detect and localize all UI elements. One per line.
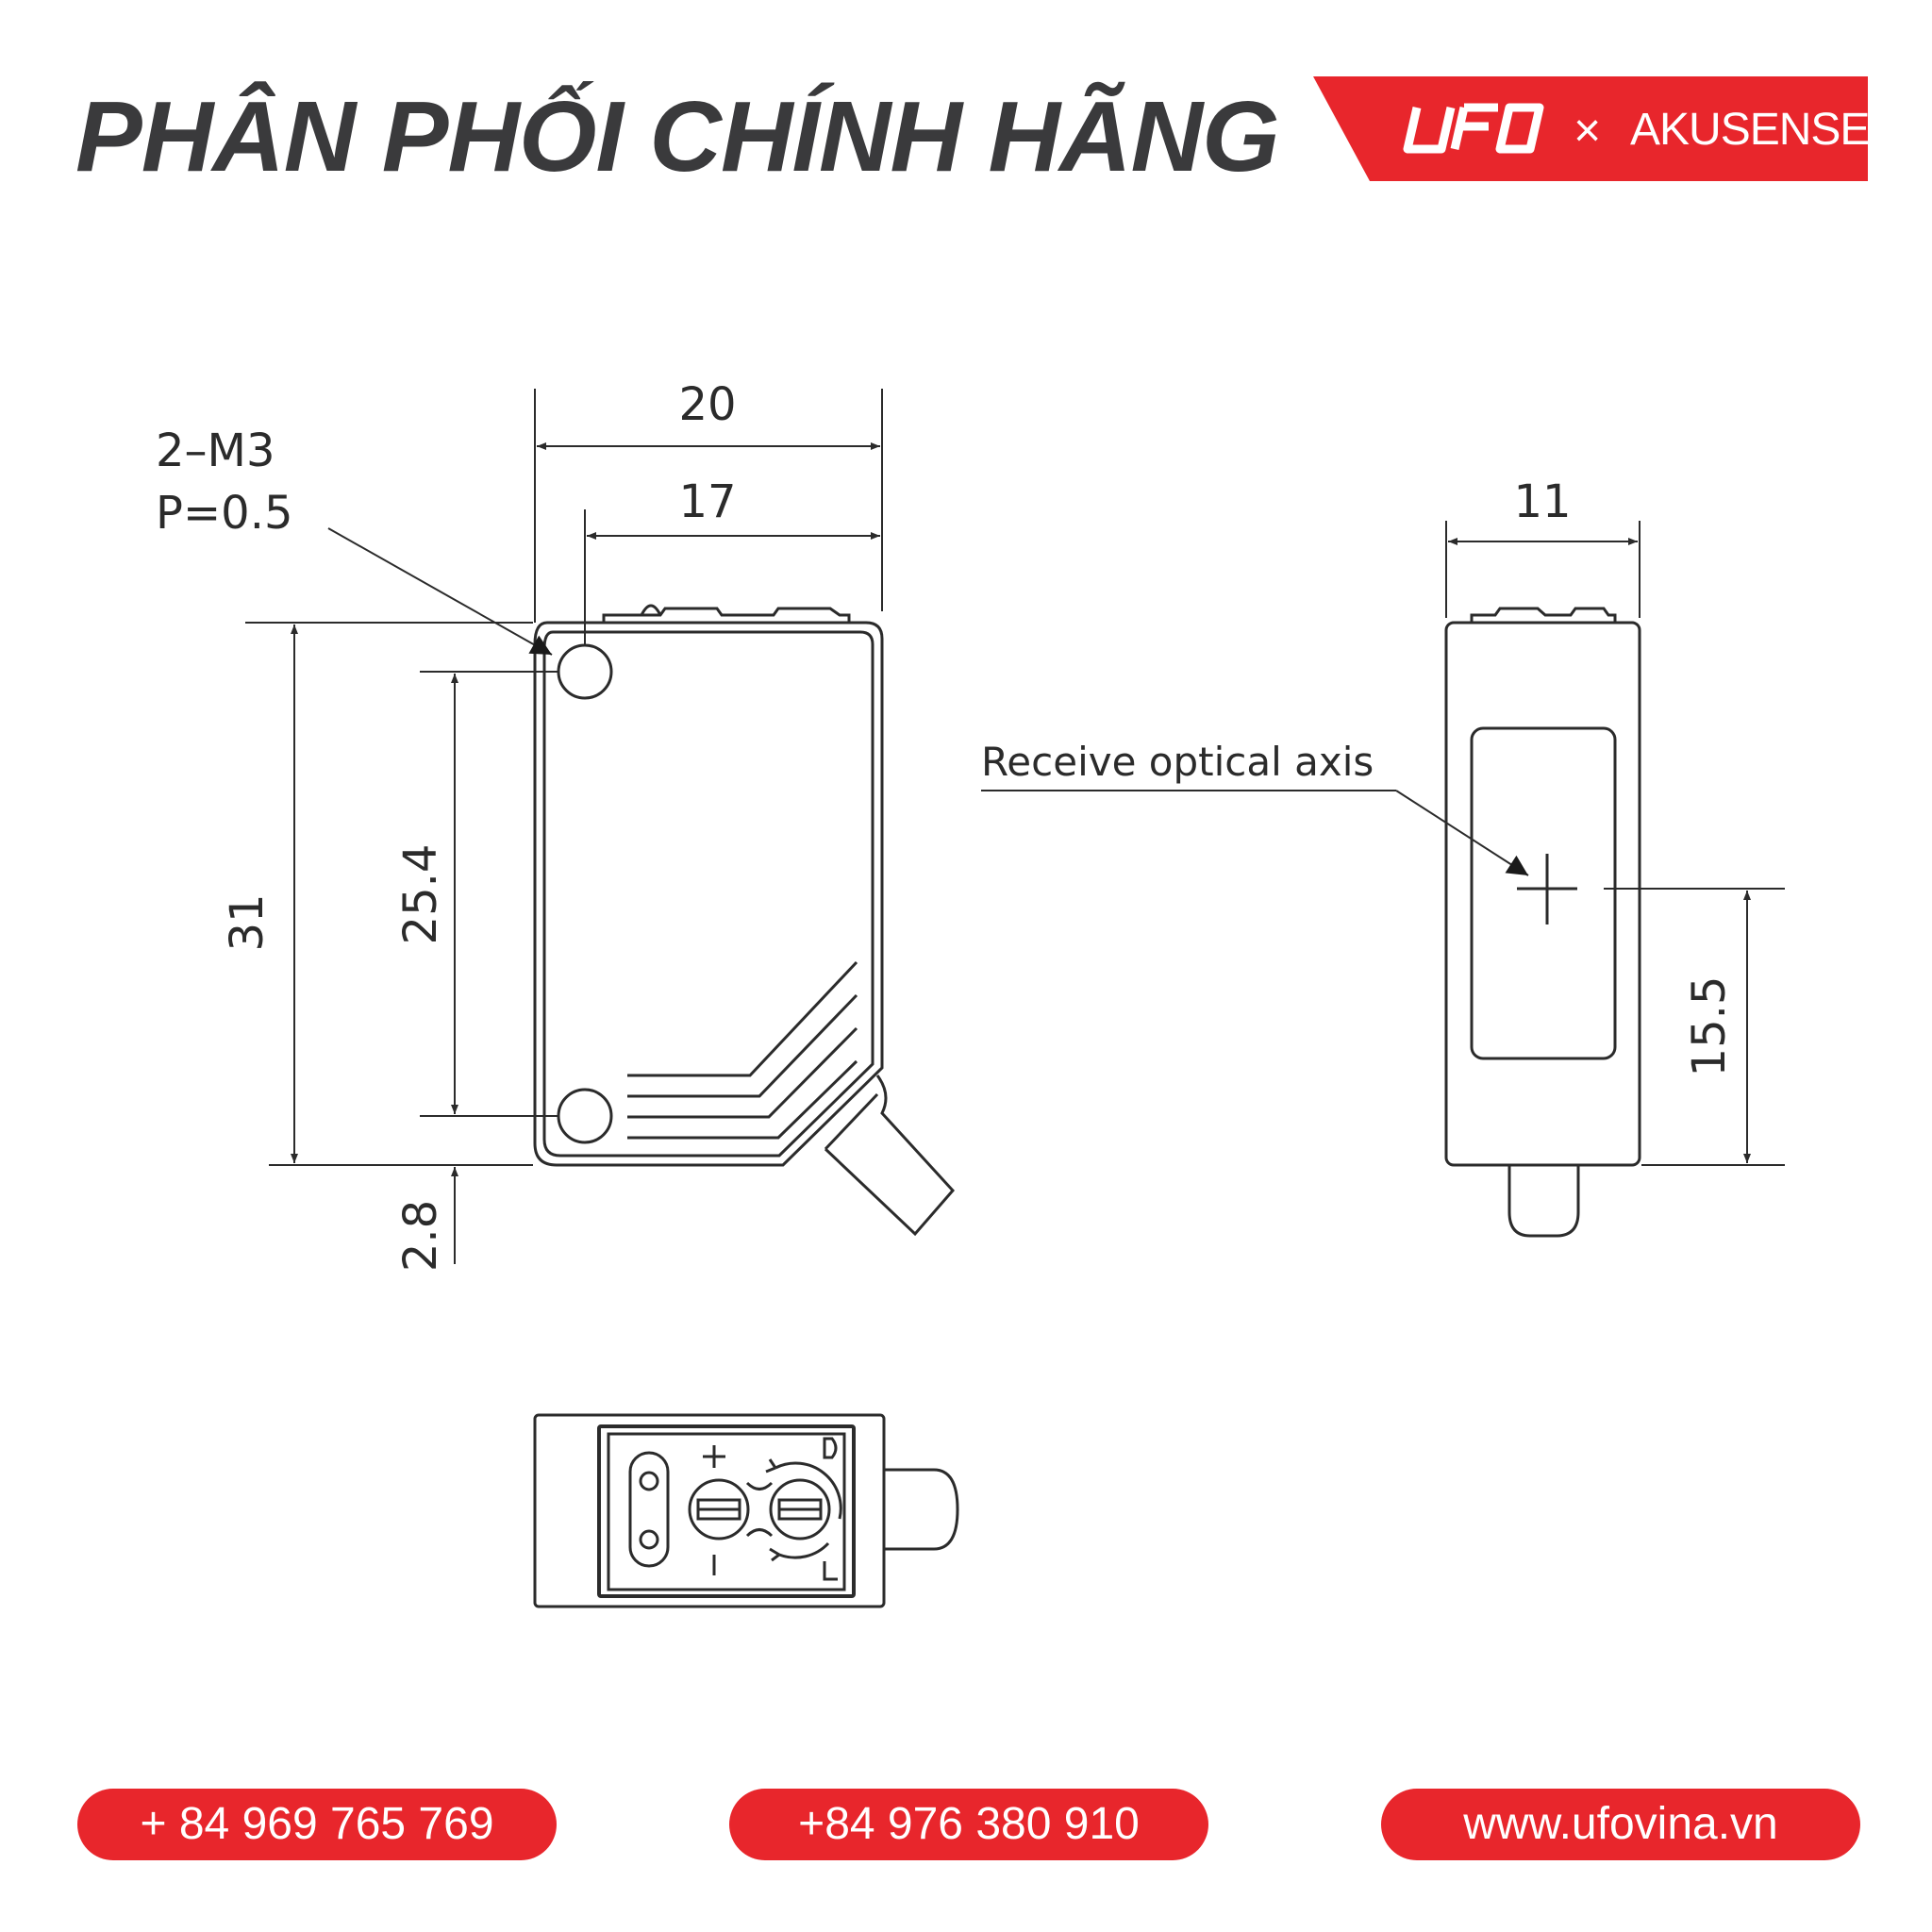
brand-separator: × [1574,104,1602,157]
website-link[interactable]: www.ufovina.vn [1381,1789,1860,1860]
front-view-dimensions [245,389,883,1264]
dim-width-holes: 17 [678,475,736,528]
optical-axis-label: Receive optical axis [981,739,1374,785]
ufo-logo-icon [1403,103,1544,154]
phone-button-1[interactable]: + 84 969 765 769 [77,1789,557,1860]
brand-banner-shape [1313,76,1868,181]
dim-side-width: 11 [1513,475,1571,528]
side-view [1444,607,1641,1238]
thread-spec-line1: 2–M3 [156,425,275,477]
front-view [533,604,956,1237]
phone-button-2[interactable]: +84 976 380 910 [729,1789,1208,1860]
dim-offset: 2.8 [394,1200,447,1272]
page-title: PHÂN PHỐI CHÍNH HÃNG [75,81,1280,192]
side-view-dimensions [981,521,1785,1166]
dim-width-outer: 20 [678,378,736,431]
brand-partner: AKUSENSE [1630,105,1870,155]
dim-axis-height: 15.5 [1683,976,1736,1077]
thread-spec-line2: P=0.5 [156,487,293,540]
bottom-view [533,1413,959,1608]
dim-hole-pitch: 25.4 [394,844,447,945]
brand-banner [1313,76,1868,181]
dim-height: 31 [221,893,274,951]
